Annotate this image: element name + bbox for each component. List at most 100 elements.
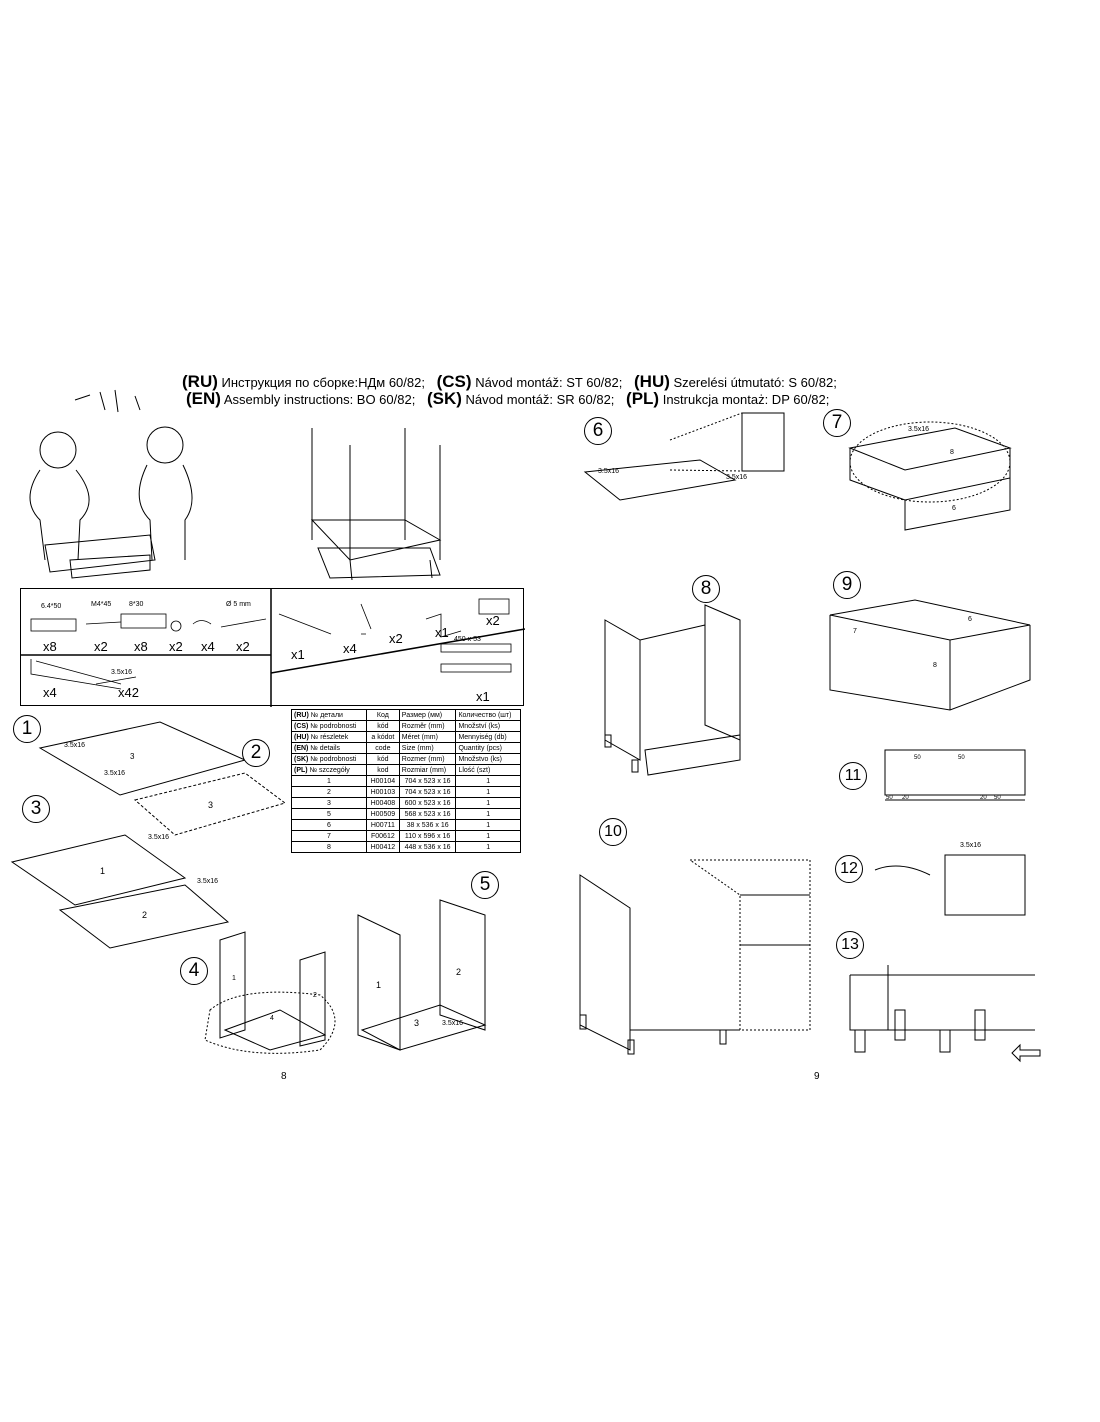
screw-label: 3.5x16 — [598, 468, 620, 475]
table-cell: 1 — [455, 775, 521, 787]
table-cell: kód — [365, 720, 400, 732]
label-450x53: 450 x 53 — [454, 636, 481, 643]
label-5mm: Ø 5 mm — [226, 601, 251, 608]
qty: x1 — [476, 689, 490, 704]
title-text: Szerelési útmutató: S 60/82; — [673, 375, 837, 390]
table-cell: (RU) № детали — [291, 709, 367, 721]
qty: x8 — [43, 639, 57, 654]
table-cell: H00104 — [365, 775, 400, 787]
cabinet-frame-illustration — [310, 428, 442, 581]
table-cell: Llość (szt) — [455, 764, 521, 776]
hardware-box: 6.4*50 M4*45 8*30 Ø 5 mm 3.5x16 450 x 53… — [20, 588, 525, 707]
table-cell: Méret (mm) — [398, 731, 457, 743]
screw-label: 3.5x16 — [908, 426, 930, 433]
table-cell: 1 — [455, 830, 521, 842]
table-cell: code — [365, 742, 400, 754]
title-line-2: (EN) Assembly instructions: BO 60/82; (S… — [186, 389, 837, 409]
step13-illustration — [849, 965, 1041, 1063]
table-cell: H00412 — [365, 841, 400, 853]
page-number-right: 9 — [814, 1071, 820, 1082]
title-text: Инструкция по сборке:НДм 60/82; — [221, 375, 425, 390]
qty: x2 — [94, 639, 108, 654]
table-cell: 1 — [455, 819, 521, 831]
label-6.4x50: 6.4*50 — [41, 603, 62, 610]
screw-label: 3.5x16 — [64, 742, 86, 749]
panel-label: 3 — [130, 752, 135, 761]
step6-illustration — [583, 412, 785, 501]
table-cell: 6 — [291, 819, 367, 831]
step11-illustration — [884, 749, 1026, 801]
table-cell: (PL) № szczegóły — [291, 764, 367, 776]
lang-code: (RU) — [182, 372, 218, 391]
step12-illustration — [874, 854, 1026, 916]
screw-label: 3.5x16 — [148, 834, 170, 841]
table-cell: 568 x 523 x 16 — [398, 808, 457, 820]
screw-label: 3.5x16 — [726, 474, 748, 481]
table-cell: kód — [365, 753, 400, 765]
table-cell: (SK) № podrobnosti — [291, 753, 367, 765]
lang-code: (SK) — [294, 755, 309, 763]
column-label: № details — [310, 744, 341, 752]
panel-label: 1 — [100, 866, 106, 876]
column-label: № podrobnosti — [310, 755, 357, 763]
panel-label: 8 — [933, 662, 937, 669]
label-8x30: 8*30 — [129, 601, 144, 608]
dowel-icon — [30, 618, 77, 632]
qty: x2 — [486, 613, 500, 628]
table-cell: 2 — [291, 786, 367, 798]
screw-label: 3.5x16 — [960, 842, 982, 849]
label-m4x45: M4*45 — [91, 601, 112, 608]
step-10: 10 — [599, 818, 627, 846]
screw-label: 3.5x16 — [442, 1020, 464, 1027]
qty: x1 — [291, 647, 305, 662]
panel-label: 8 — [950, 449, 954, 456]
panel-1-step3 — [10, 834, 187, 906]
table-cell: Mennyiség (db) — [455, 731, 521, 743]
dimension: 50 — [914, 755, 921, 761]
qty: x1 — [435, 625, 449, 640]
table-cell: 110 x 596 x 16 — [398, 830, 457, 842]
table-cell: F00612 — [365, 830, 400, 842]
step8-illustration — [604, 604, 741, 776]
panel-label: 2 — [313, 992, 317, 999]
lang-code: (CS) — [436, 372, 472, 391]
qty: x4 — [201, 639, 215, 654]
table-cell: Quantity (pcs) — [455, 742, 521, 754]
panel-label: 3 — [414, 1018, 420, 1028]
step-3: 3 — [22, 795, 50, 823]
dimension: 50 — [886, 795, 893, 801]
label-3.5x16: 3.5x16 — [111, 669, 133, 676]
lang-code: (PL) — [626, 389, 660, 408]
panel-2-step3 — [58, 884, 230, 949]
table-cell: Количество (шт) — [455, 709, 521, 721]
column-label: № детали — [310, 711, 343, 719]
qty: x42 — [118, 685, 139, 700]
qty: x4 — [43, 685, 57, 700]
title-line-1: (RU) Инструкция по сборке:НДм 60/82; (CS… — [182, 372, 845, 392]
page-number-left: 8 — [281, 1071, 287, 1082]
table-cell: H00509 — [365, 808, 400, 820]
lang-code: (CS) — [294, 722, 309, 730]
step-4: 4 — [180, 957, 208, 985]
panel-3-step1 — [38, 721, 247, 796]
panel-label: 6 — [968, 616, 972, 623]
table-cell: 704 x 523 x 16 — [398, 775, 457, 787]
title-text: Instrukcja montaż: DP 60/82; — [662, 392, 830, 407]
table-cell: 1 — [455, 841, 521, 853]
panel-label: 2 — [456, 967, 462, 977]
table-cell: 3 — [291, 797, 367, 809]
step-12: 12 — [835, 855, 863, 883]
panel-label: 7 — [853, 628, 857, 635]
panel-label: 2 — [142, 910, 148, 920]
